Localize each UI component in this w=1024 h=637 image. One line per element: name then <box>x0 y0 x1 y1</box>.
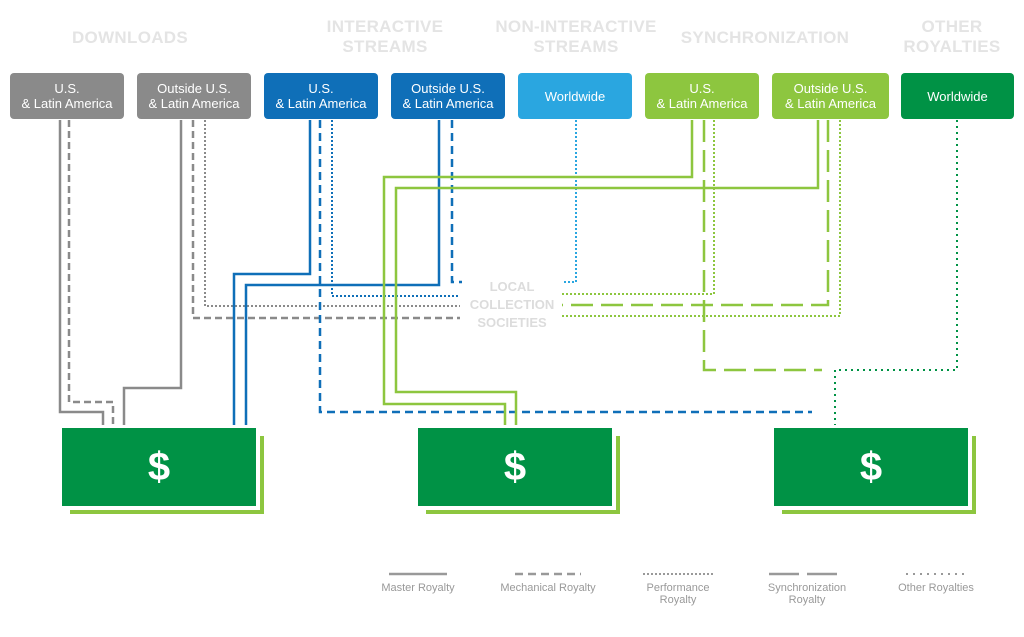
solid-line-icon <box>389 572 447 576</box>
source-box-interactive-outside: Outside U.S.& Latin America <box>391 73 505 119</box>
connector-master-interactive-outside <box>244 120 441 425</box>
sparse-dot-line-icon <box>906 573 966 575</box>
connector-sync-sync-outside <box>562 120 830 307</box>
source-box-sync-us: U.S.& Latin America <box>645 73 759 119</box>
connector-mechanical-downloads-outside <box>191 120 460 320</box>
connector-master-interactive-us <box>232 120 312 425</box>
payout-stack-2: $ <box>418 428 620 514</box>
connector-performance-non-interactive <box>562 120 577 283</box>
connector-master-sync-us <box>382 120 694 425</box>
long-dash-line-icon <box>769 572 845 576</box>
dashed-line-icon <box>515 572 581 576</box>
connector-performance-sync-us <box>562 120 715 295</box>
header-synchronization: SYNCHRONIZATION <box>680 28 850 47</box>
connector-master-downloads-us <box>58 120 105 425</box>
connector-performance-sync-outside <box>562 120 841 317</box>
header-downloads: DOWNLOADS <box>71 28 189 47</box>
connector-mechanical-interactive-us <box>318 120 812 414</box>
source-box-downloads-us: U.S.& Latin America <box>10 73 124 119</box>
legend-synchronization-royalty: Synchronization Royalty <box>757 572 857 606</box>
source-box-downloads-outside: Outside U.S.& Latin America <box>137 73 251 119</box>
connector-master-sync-outside <box>394 120 820 425</box>
legend-other-royalties: Other Royalties <box>886 572 986 594</box>
connector-other-other-worldwide <box>834 120 958 425</box>
legend-performance-royalty: Performance Royalty <box>628 572 728 606</box>
connector-sync-sync-us <box>702 120 822 372</box>
source-box-interactive-us: U.S.& Latin America <box>264 73 378 119</box>
local-collection-societies-label: LOCAL COLLECTION SOCIETIES <box>469 279 555 330</box>
dollar-icon: $ <box>418 428 612 506</box>
payout-stack-3: $ <box>774 428 976 514</box>
connector-mechanical-downloads-us <box>67 120 115 425</box>
connector-master-downloads-outside <box>122 120 183 425</box>
connector-performance-downloads-outside <box>204 120 460 307</box>
source-box-other-worldwide: Worldwide <box>901 73 1014 119</box>
connector-mechanical-interactive-outside <box>450 120 462 284</box>
legend-master-royalty: Master Royalty <box>368 572 468 594</box>
source-box-sync-outside: Outside U.S.& Latin America <box>772 73 889 119</box>
header-interactive-streams: INTERACTIVE STREAMS <box>326 17 444 56</box>
legend-mechanical-royalty: Mechanical Royalty <box>498 572 598 594</box>
header-non-interactive-streams: NON-INTERACTIVE STREAMS <box>495 17 657 56</box>
source-box-non-interactive-worldwide: Worldwide <box>518 73 632 119</box>
header-other-royalties: OTHER ROYALTIES <box>903 17 1001 56</box>
payout-stack-1: $ <box>62 428 264 514</box>
dollar-icon: $ <box>774 428 968 506</box>
dollar-icon: $ <box>62 428 256 506</box>
connector-performance-interactive-us <box>331 120 460 297</box>
dotted-line-icon <box>643 573 713 575</box>
